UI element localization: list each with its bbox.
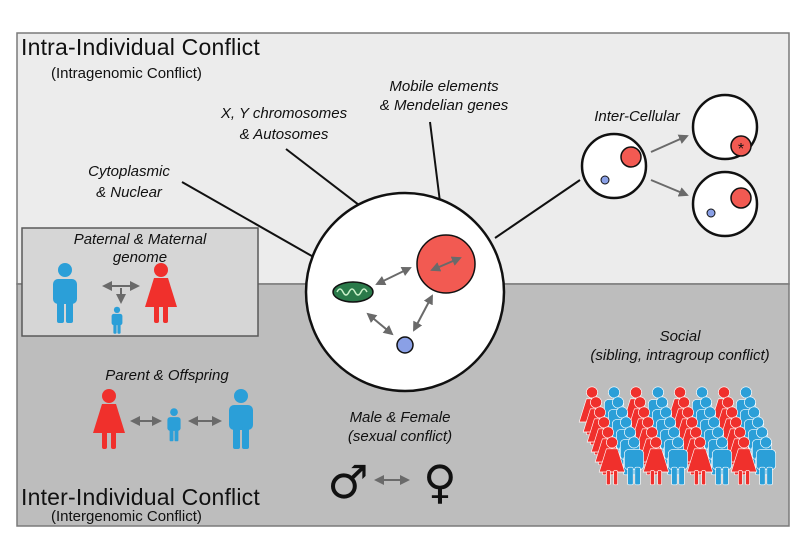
male-female-label-2: (sexual conflict): [347, 428, 453, 445]
parent-offspring-label: Parent & Offspring: [105, 367, 229, 384]
cyto-label-1: Cytoplasmic: [88, 163, 170, 180]
intercellular-label: Inter-Cellular: [594, 108, 680, 125]
paternal-label-2: genome: [112, 249, 168, 266]
intercellular-pointer-line: [494, 179, 581, 239]
xy-label-2: & Autosomes: [239, 126, 329, 143]
paternal-label-1: Paternal & Maternal: [73, 231, 207, 248]
xy-label-1: X, Y chromosomes: [220, 105, 348, 122]
male-female-label-1: Male & Female: [349, 409, 451, 426]
plasmid-dot: [396, 336, 414, 354]
intra-subtitle: (Intragenomic Conflict): [51, 65, 202, 82]
mobile-label-2: & Mendelian genes: [379, 97, 509, 114]
intra-title: Intra-Individual Conflict: [21, 34, 260, 60]
social-label-2: (sibling, intragroup conflict): [590, 347, 770, 364]
nucleus-arrow: [430, 256, 462, 272]
male-symbol: ♂: [327, 455, 368, 509]
inter-subtitle: (Intergenomic Conflict): [51, 508, 202, 525]
mitochondrion: [332, 281, 374, 303]
inter-title: Inter-Individual Conflict: [21, 484, 260, 510]
mutant-star: *: [738, 141, 744, 158]
mobile-label-1: Mobile elements: [389, 78, 499, 95]
social-crowd: [578, 386, 776, 486]
female-symbol: ♀: [423, 455, 457, 509]
social-label-1: Social: [659, 328, 701, 345]
cyto-label-2: & Nuclear: [96, 184, 162, 201]
